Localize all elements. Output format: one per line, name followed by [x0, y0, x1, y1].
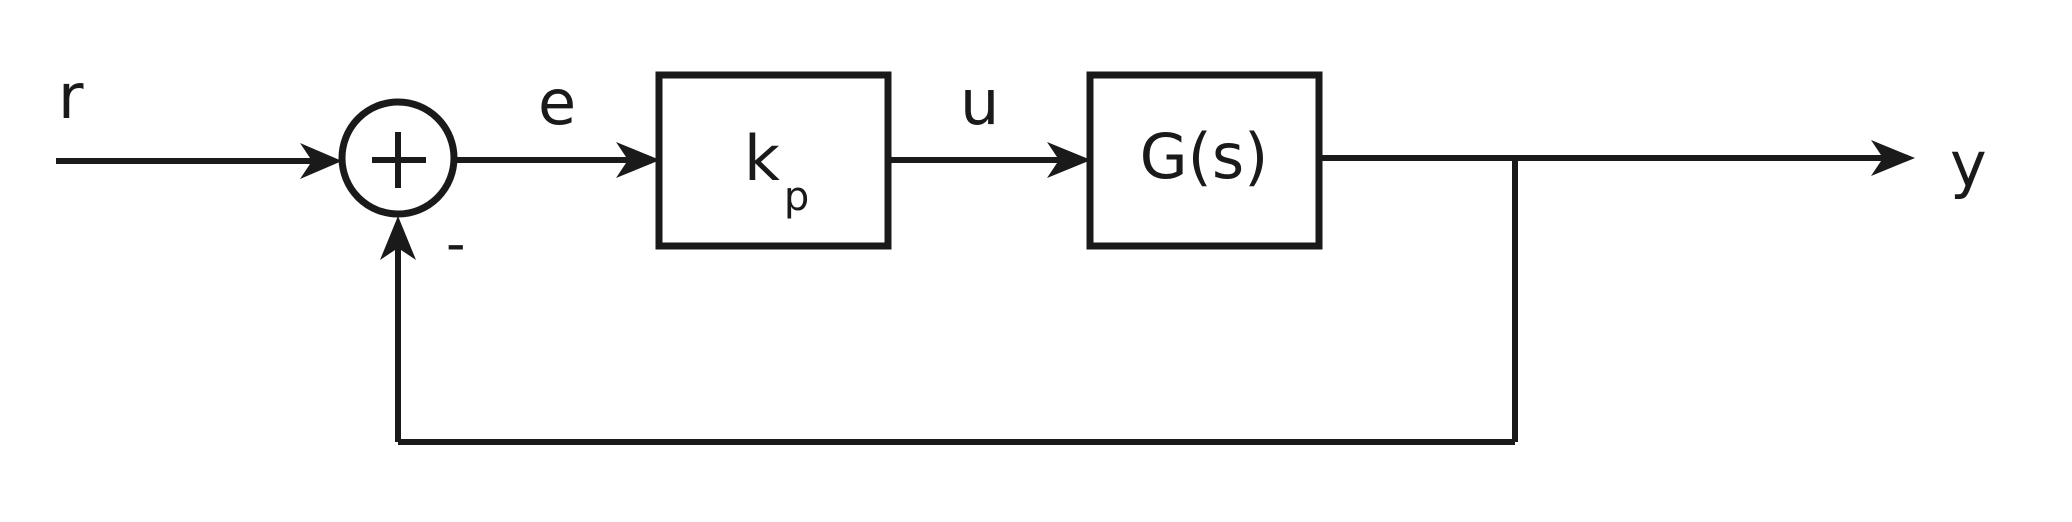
error-arrow-icon	[616, 142, 660, 178]
minus-sign-label: -	[446, 212, 466, 275]
reference-label: r	[58, 60, 84, 133]
control-label: u	[960, 66, 999, 139]
gain-subscript: p	[784, 174, 809, 220]
plant-block	[1086, 71, 1323, 250]
feedback-arrow-icon	[380, 216, 416, 260]
gain-symbol: k	[744, 122, 780, 195]
control-arrow-icon	[1047, 142, 1091, 178]
output-arrow-icon	[1871, 140, 1915, 176]
plant-transfer-function-label: G(s)	[1140, 120, 1269, 193]
error-label: e	[538, 66, 576, 139]
reference-arrow-icon	[300, 143, 342, 179]
output-label: y	[1950, 128, 1987, 201]
controller-gain-label: kp	[744, 122, 809, 220]
